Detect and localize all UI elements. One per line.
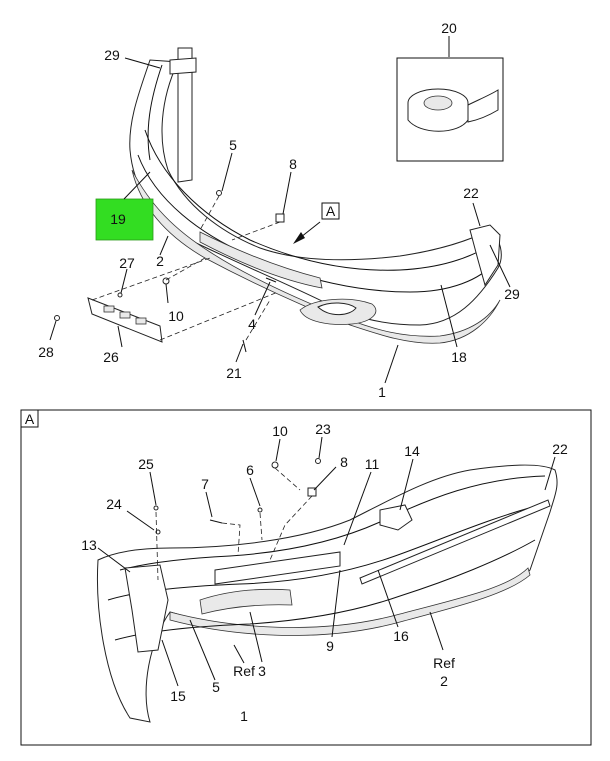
callout-28: 28 [38,344,54,360]
callout-2: 2 [156,253,164,269]
foam-tape-illustration [407,88,499,132]
detail-callout-16: 16 [393,628,409,644]
fastener-6 [257,507,263,513]
callout-5: 5 [229,137,237,153]
upper-exploded-view: A 19 29 5 8 20 22 2 27 29 10 4 28 2 [38,20,520,400]
nut-8 [275,213,285,223]
ref-1-number: 1 [240,708,248,724]
callout-29-right: 29 [504,286,520,302]
fastener-5 [216,190,222,196]
detail-callout-13: 13 [81,537,97,553]
detail-callout-22: 22 [552,441,568,457]
detail-callout-5: 5 [212,679,220,695]
detail-callout-11: 11 [365,456,380,472]
callout-22: 22 [463,185,479,201]
screw-23 [315,458,321,464]
detail-callout-24: 24 [106,496,122,512]
detail-view-a: A [20,409,592,746]
callout-10: 10 [168,308,184,324]
detail-inset-20 [396,57,504,162]
detail-frame-letter: A [25,411,35,427]
ref-2-word: Ref [433,655,455,671]
detail-callout-25: 25 [138,456,154,472]
callout-18: 18 [451,349,467,365]
view-a-marker [321,202,340,220]
side-bracket [124,564,169,653]
callout-26: 26 [103,349,119,365]
detail-callout-9: 9 [326,638,334,654]
license-bracket-illustration [87,297,163,343]
screw-25 [153,505,159,511]
screw-24 [155,529,161,535]
detail-callout-7: 7 [201,476,209,492]
screw-7 [209,519,223,524]
view-a-letter: A [326,203,336,219]
right-end-cap [469,224,501,287]
callout-8: 8 [289,156,297,172]
detail-callout-3: 3 [258,663,266,679]
detail-frame [20,409,592,746]
detail-callout-15: 15 [170,688,186,704]
detail-frame-tag [20,409,39,428]
detail-callout-6: 6 [246,462,254,478]
support-rod-16 [359,499,551,585]
screw-28 [54,315,60,321]
clip-4 [265,277,277,283]
callout-29-left: 29 [104,47,120,63]
ref-2-number: 2 [440,673,448,689]
callout-27: 27 [119,255,135,271]
highlighted-part-label: 19 [110,211,126,227]
detail-callout-10: 10 [272,423,288,439]
bumper-rear-illustration [97,464,558,723]
screw-21 [242,339,247,353]
detail-callout-8: 8 [340,454,348,470]
detail-callout-23: 23 [315,421,331,437]
bolt-10-detail [271,461,279,469]
callout-1: 1 [378,384,386,400]
upper-support-bar [177,47,193,183]
view-a-arrow [293,232,305,244]
callout-21: 21 [226,365,242,381]
callout-4: 4 [248,316,256,332]
callout-20: 20 [441,20,457,36]
screw-27 [117,292,123,298]
ref-1-word: Ref [233,663,255,679]
detail-callout-14: 14 [404,443,420,459]
highlighted-part-19[interactable] [95,198,154,241]
